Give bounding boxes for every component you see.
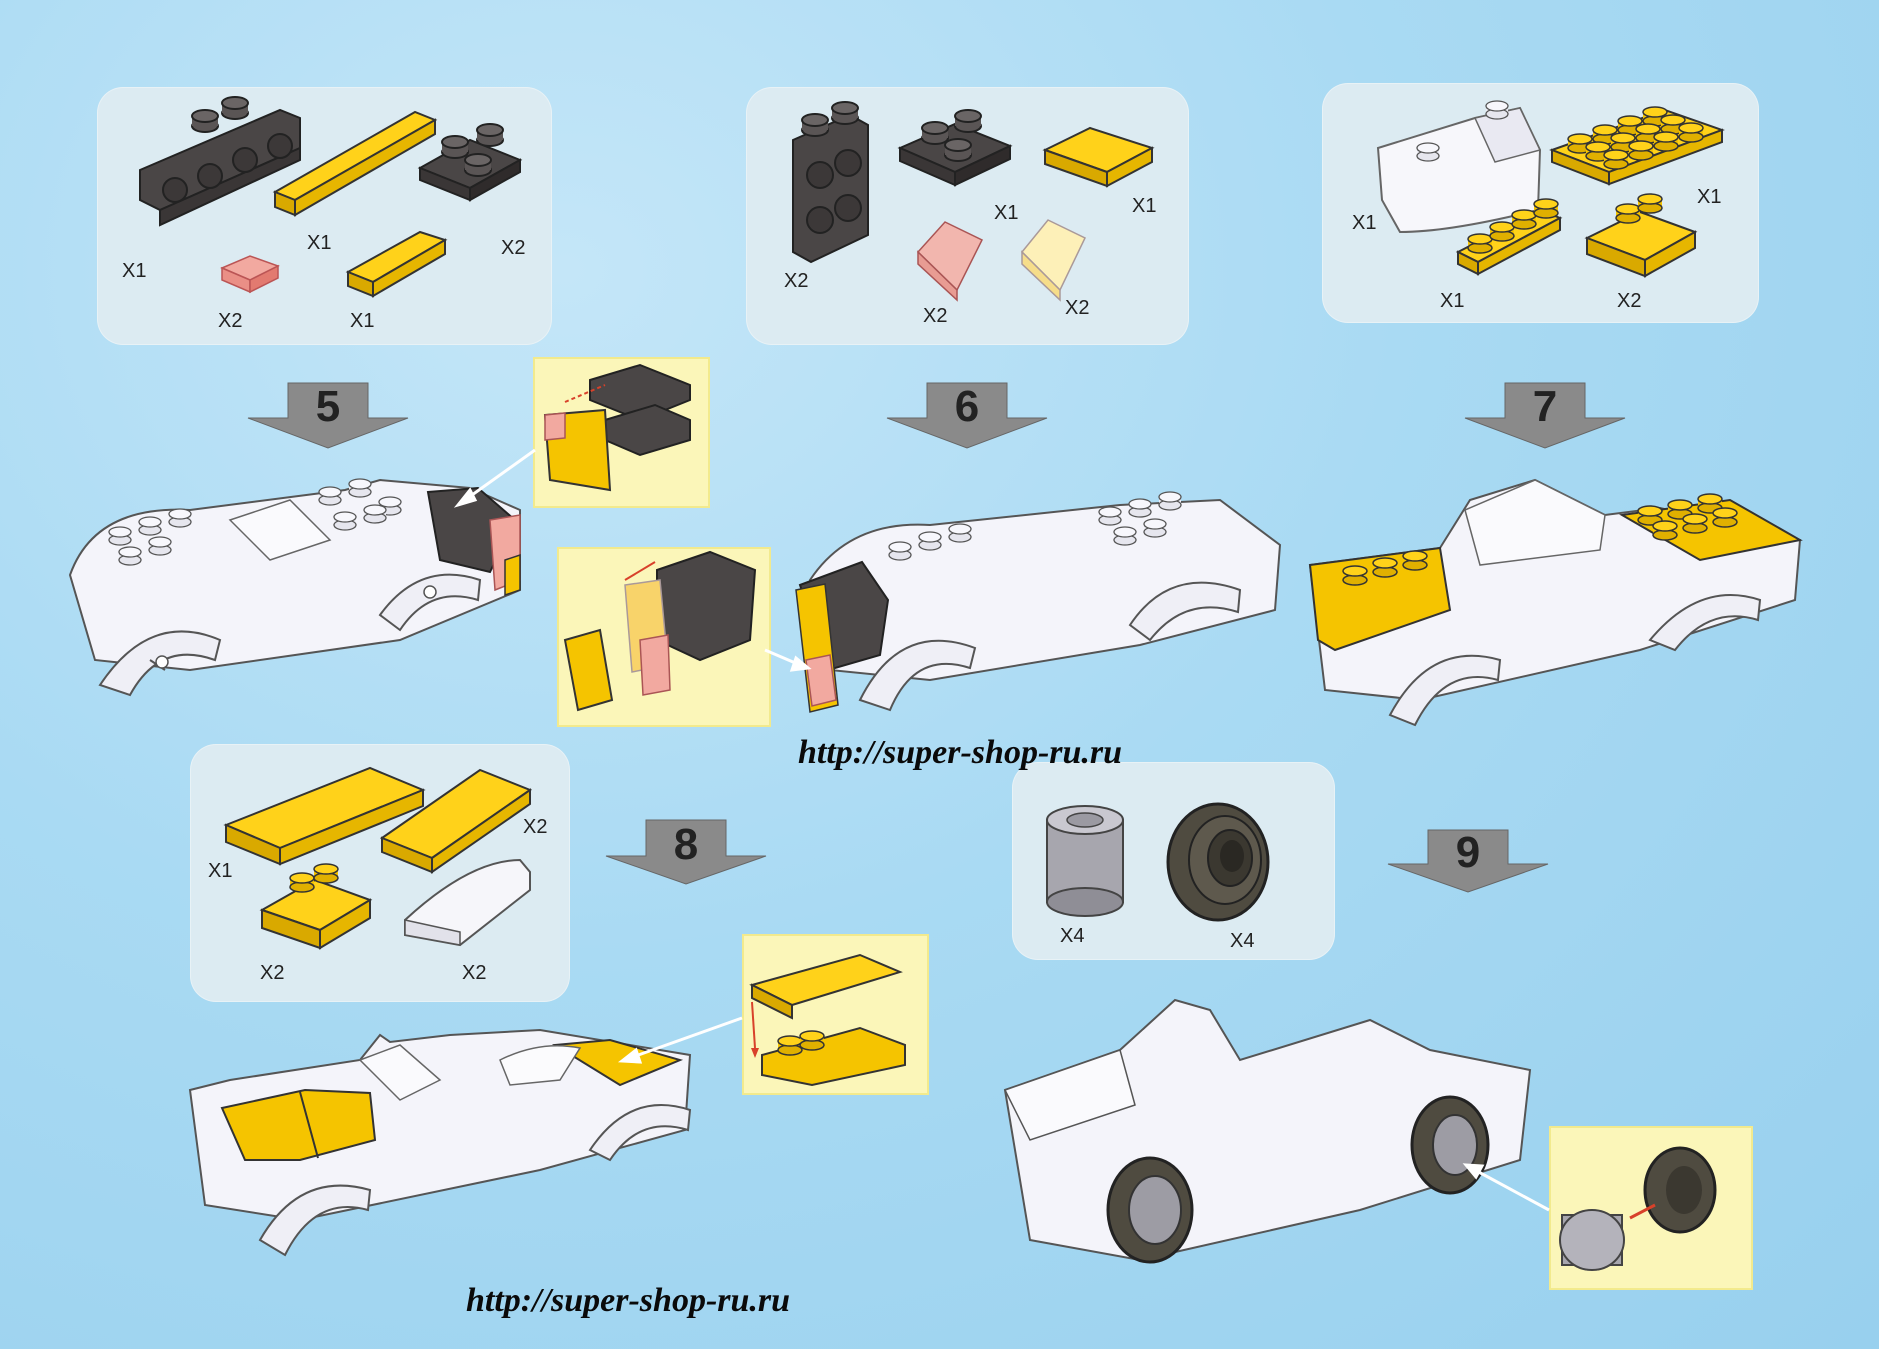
part-yellow-tile-1x6 [272,110,438,217]
qty-label: X2 [923,305,948,327]
qty-label: X2 [784,270,809,292]
qty-label: X1 [208,860,233,882]
part-trans-yellow-slope [1020,219,1086,302]
qty-label: X2 [501,237,526,259]
part-wheel-rim [1046,805,1124,917]
qty-label: X1 [1440,290,1465,312]
qty-label: X1 [122,260,147,282]
part-trans-red-tile-1x1 [220,255,280,294]
watermark-url: http://super-shop-ru.ru [466,1282,791,1319]
qty-label: X2 [260,962,285,984]
qty-label: X1 [307,232,332,254]
part-trans-red-slope [916,221,984,302]
part-windscreen [1376,100,1542,234]
qty-label: X4 [1230,930,1255,952]
part-yellow-tile-2x6 [223,766,426,866]
qty-label: X1 [350,310,375,332]
step-number-7: 7 [1532,382,1558,431]
part-dark-plate-2x2-corner [417,123,523,202]
qty-label: X1 [1132,195,1157,217]
car-assembly-step-8 [188,1028,692,1257]
step-arrow-8 [605,819,767,885]
car-assembly-step-9 [1003,998,1532,1264]
zoom-8-bricks [749,953,906,1087]
part-yellow-slope-2x2 [1584,193,1698,278]
step-number-5: 5 [315,382,341,431]
part-yellow-plate-4x6 [1549,106,1725,186]
zoom-6-bricks [563,550,757,712]
part-yellow-tile-2x4 [379,768,533,874]
car-assembly-step-7 [1308,478,1803,727]
step-number-6: 6 [954,382,980,431]
step-arrow-6 [886,382,1048,449]
car-assembly-step-6 [795,491,1282,713]
step-arrow-5 [247,382,409,449]
part-dark-bracket-2x2 [792,101,869,264]
qty-label: X1 [1697,186,1722,208]
part-yellow-tile-2x2 [1042,126,1155,188]
qty-label: X2 [1617,290,1642,312]
step-arrow-9 [1387,829,1549,893]
part-yellow-plate-1x4 [1455,198,1563,276]
pointer-arrows [453,448,1550,1212]
qty-label: X2 [218,310,243,332]
qty-label: X1 [1352,212,1377,234]
watermark-url: http://super-shop-ru.ru [798,734,1123,771]
step-arrow-7 [1464,382,1626,449]
part-yellow-slope-2x2-b [259,863,373,950]
part-dark-bracket-1x4 [139,96,301,227]
qty-label: X1 [994,202,1019,224]
zoom-5-bricks [543,363,691,492]
part-white-curved-slope [404,858,531,947]
part-tyre [1166,802,1270,922]
qty-label: X2 [462,962,487,984]
part-dark-plate-2x2 [897,109,1013,187]
step-number-8: 8 [673,820,699,869]
qty-label: X2 [523,816,548,838]
car-assembly-step-5 [68,478,521,697]
qty-label: X2 [1065,297,1090,319]
part-yellow-tile-1x3 [345,230,448,298]
step-number-9: 9 [1455,828,1481,877]
qty-label: X4 [1060,925,1085,947]
zoom-9-wheel [1559,1146,1717,1271]
